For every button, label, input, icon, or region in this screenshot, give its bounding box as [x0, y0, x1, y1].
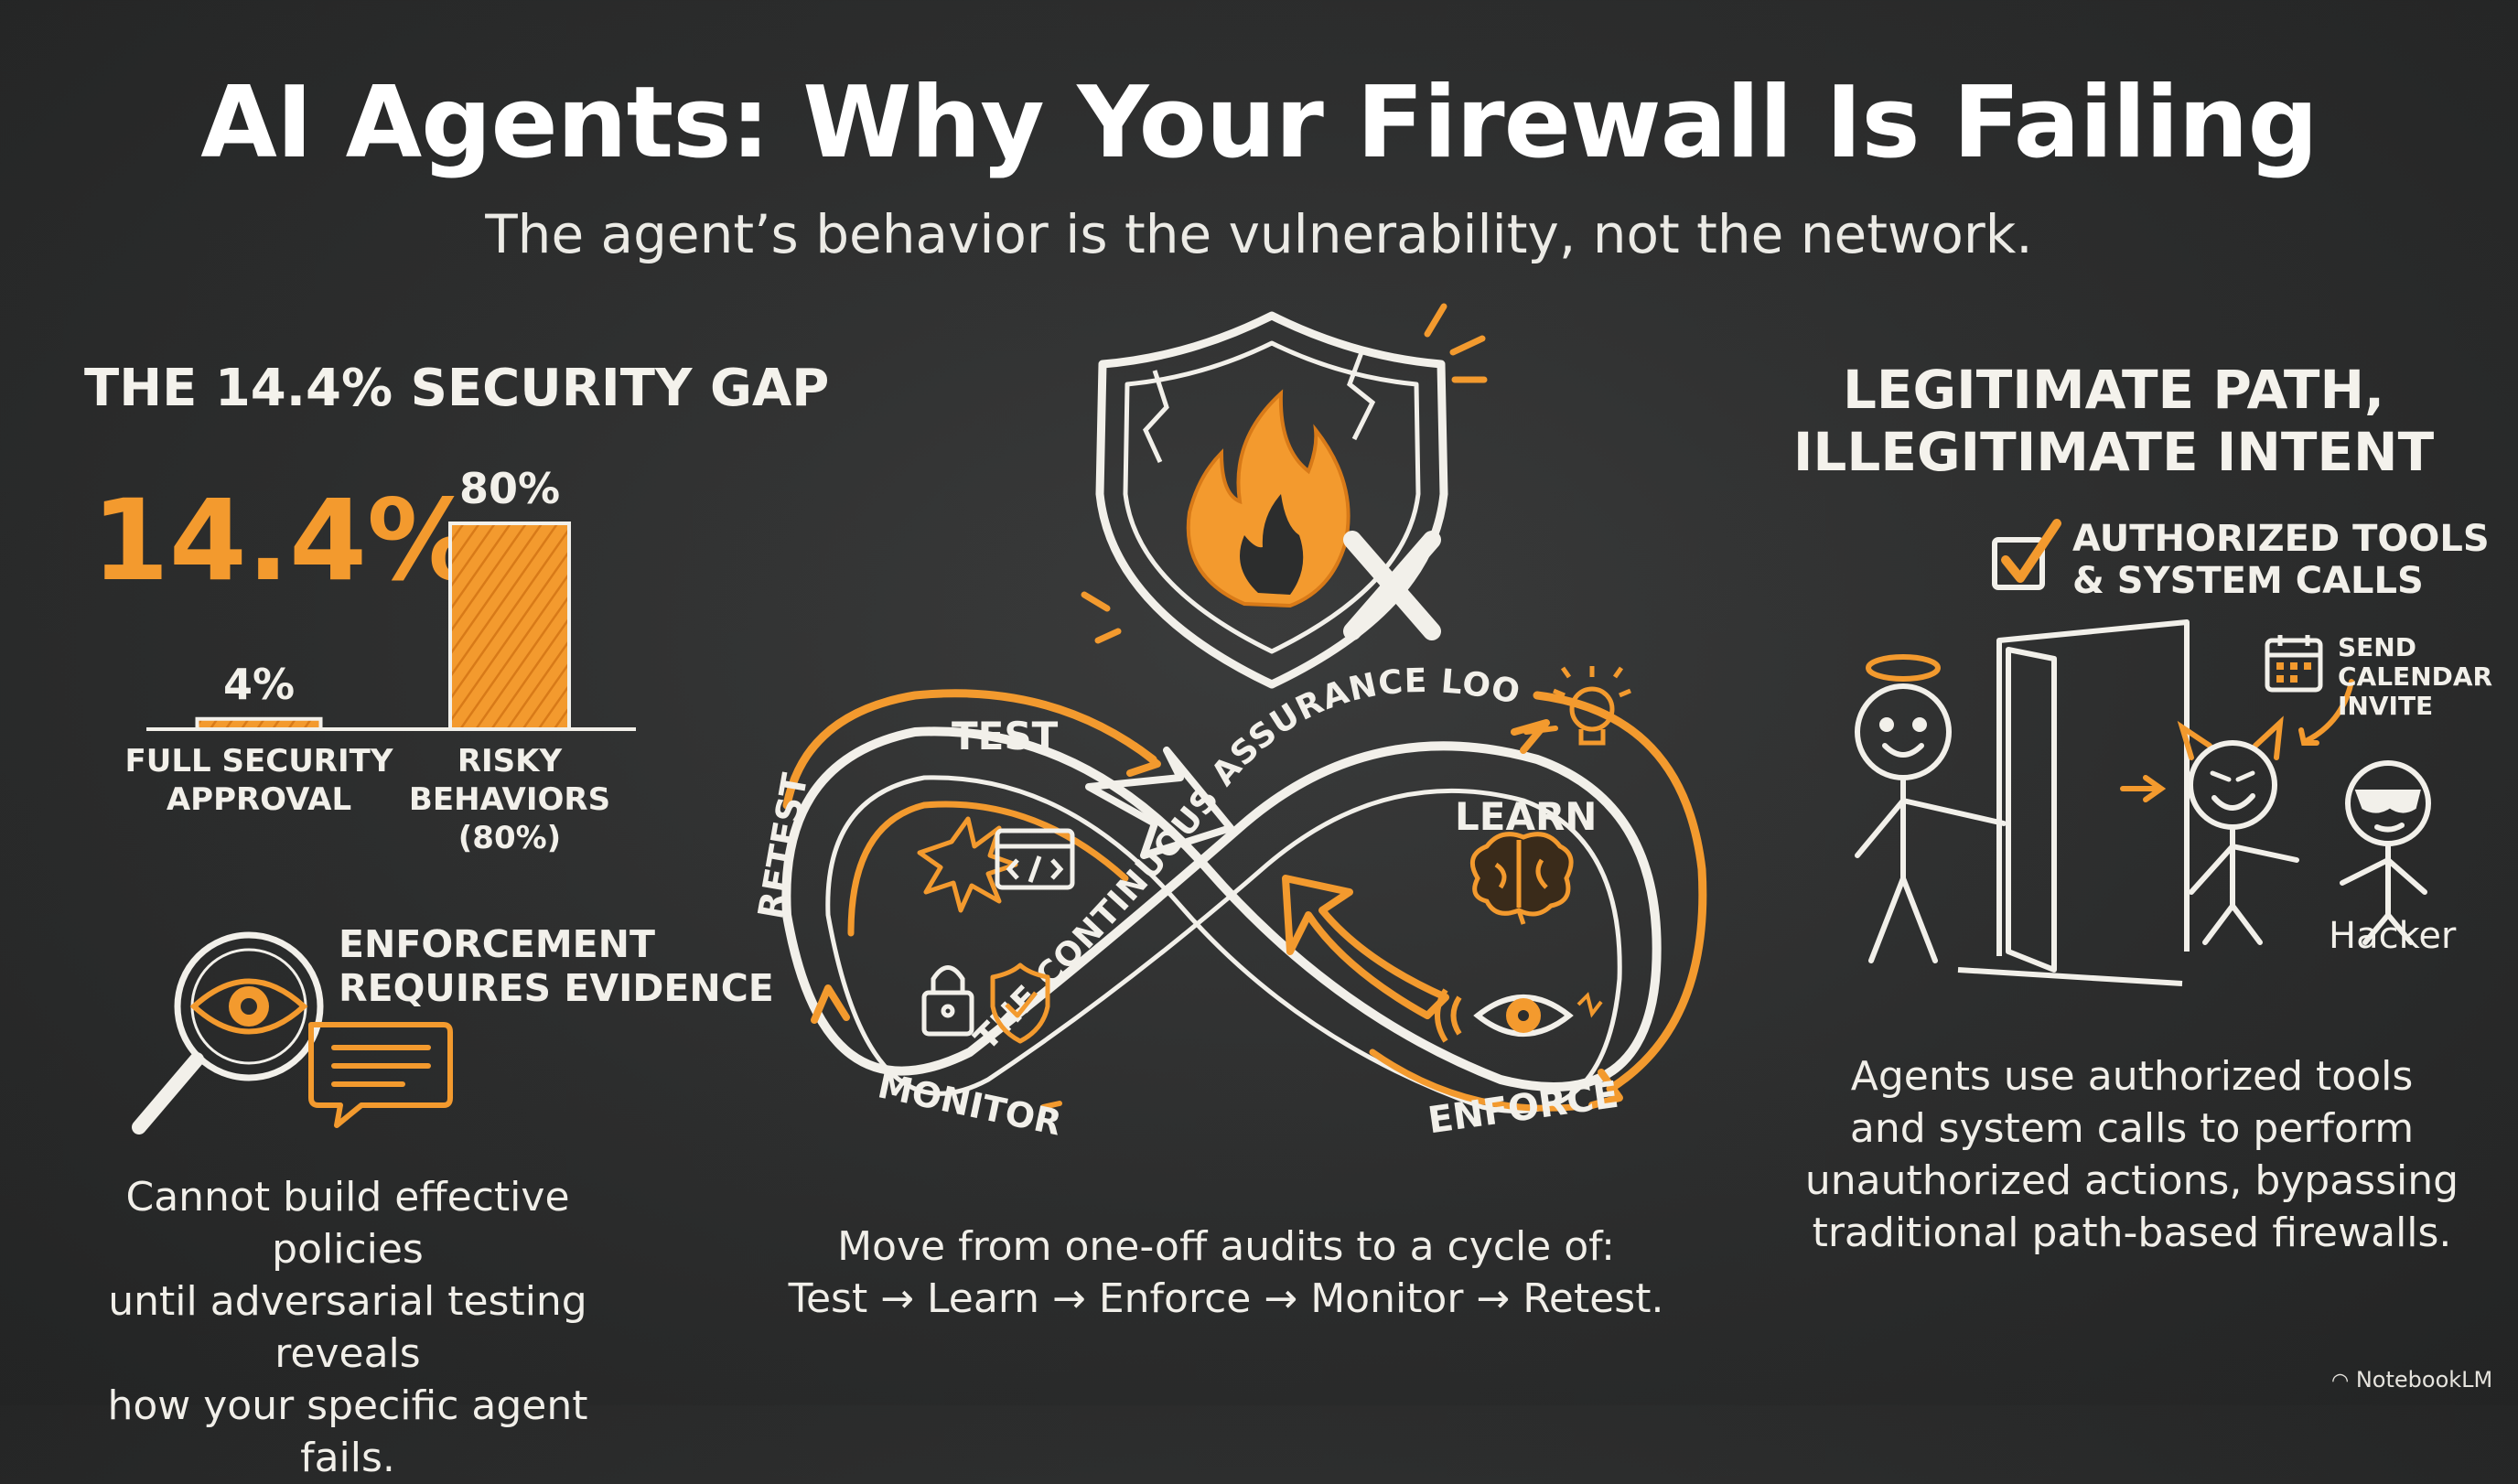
lock-icon [921, 965, 974, 1037]
bar-category-label-2: RISKY [457, 743, 563, 780]
bar-category-label-2: (80%) [458, 820, 561, 856]
authorized-tools-label: AUTHORIZED TOOLS & SYSTEM CALLS [2072, 518, 2490, 602]
bar-value-label-2: 80% [459, 464, 560, 513]
bar-2 [448, 522, 571, 731]
door-icon [1957, 619, 2190, 986]
center-caption: Move from one-off audits to a cycle of: … [788, 1223, 1664, 1322]
magnifier-icon [132, 931, 324, 1135]
eye-icon [189, 978, 308, 1035]
bar-value-label-1: 4% [223, 660, 295, 709]
evidence-heading: ENFORCEMENT REQUIRES EVIDENCE [339, 922, 774, 1010]
checkbox-icon [1992, 519, 2061, 590]
security-gap-heading: THE 14.4% SECURITY GAP [84, 359, 830, 418]
chat-bubble-icon [308, 1022, 453, 1128]
bar-category-label-1: APPROVAL [167, 781, 351, 818]
calendar-invite-label: SEND CALENDAR INVITE [2338, 632, 2493, 721]
intent-heading: LEGITIMATE PATH, ILLEGITIMATE INTENT [1792, 359, 2435, 483]
brand-watermark: ◠ NotebookLM [2331, 1367, 2493, 1393]
code-window-icon [995, 828, 1075, 890]
devil-figure [2177, 715, 2299, 945]
bar-category-label-2: BEHAVIORS [409, 781, 610, 818]
bar-category-label-1: FULL SECURITY [125, 743, 393, 780]
monitor-eye-icon [1435, 988, 1603, 1043]
page-subtitle: The agent’s behavior is the vulnerabilit… [485, 203, 2033, 265]
fire-icon [1186, 389, 1350, 608]
shield-check-icon [990, 962, 1050, 1044]
angel-figure [1855, 654, 2007, 963]
loop-label-learn: LEARN [1455, 794, 1598, 839]
hacker-figure [2340, 760, 2431, 945]
broken-shield-icon [1081, 303, 1488, 689]
loop-icons [917, 666, 1631, 1044]
x-mark-icon [1343, 531, 1441, 640]
big-stat: 14.4% [91, 476, 479, 606]
page-title: AI Agents: Why Your Firewall Is Failing [200, 66, 2319, 180]
loop-label-test: TEST [952, 714, 1059, 758]
hacker-label: Hacker [2329, 915, 2457, 957]
bar-1 [195, 716, 323, 731]
continuous-assurance-loop: THE CONTINUOUS ASSURANCE LOOP [0, 0, 1707, 1113]
explosion-icon [917, 816, 1018, 913]
notebooklm-logo-icon: ◠ [2331, 1370, 2350, 1393]
right-body-text: Agents use authorized tools and system c… [1804, 1053, 2459, 1256]
lightbulb-icon [1553, 666, 1631, 746]
door-scene [1855, 619, 2431, 986]
calendar-icon [2265, 635, 2323, 693]
brain-icon [1469, 832, 1574, 925]
